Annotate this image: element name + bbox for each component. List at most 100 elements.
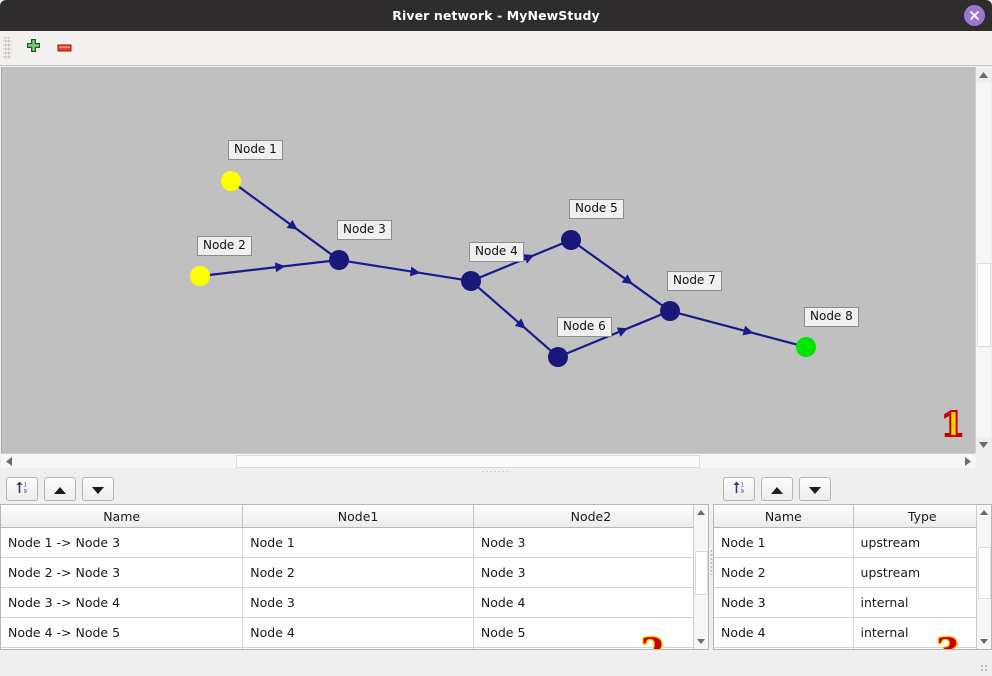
scroll-down-icon[interactable] — [976, 437, 991, 453]
arrow-down-icon — [91, 480, 105, 499]
table-cell[interactable]: Node 1 — [714, 527, 854, 558]
graph-node[interactable] — [796, 337, 816, 357]
graph-node-label[interactable]: Node 4 — [469, 242, 524, 262]
scroll-left-icon[interactable] — [1, 454, 16, 468]
table-cell[interactable]: Node 1 -> Node 3 — [1, 527, 244, 558]
canvas-hscroll-thumb[interactable] — [236, 455, 700, 468]
table-cell[interactable]: Node 3 — [473, 527, 708, 558]
column-header[interactable]: Type — [853, 505, 991, 528]
toolbar-grip[interactable] — [3, 37, 11, 59]
graph-node-label[interactable]: Node 5 — [569, 199, 624, 219]
graph-node-label[interactable]: Node 7 — [667, 271, 722, 291]
reaches-toolbar: 1 9 — [0, 474, 120, 504]
graph-edge[interactable] — [208, 259, 331, 277]
table-row-empty[interactable] — [1, 647, 708, 649]
scroll-up-icon[interactable] — [976, 67, 991, 83]
resize-grip-icon[interactable] — [980, 664, 989, 673]
graph-node[interactable] — [190, 266, 210, 286]
sort-button[interactable]: 1 9 — [723, 477, 755, 501]
scroll-right-icon[interactable] — [960, 454, 975, 468]
column-header[interactable]: Node2 — [473, 505, 708, 528]
graph-node-label[interactable]: Node 8 — [804, 307, 859, 327]
graph-edge[interactable] — [678, 312, 798, 346]
nodes-vertical-scrollbar[interactable] — [976, 505, 991, 649]
graph-edge[interactable] — [577, 244, 664, 307]
graph-node[interactable] — [548, 347, 568, 367]
table-cell[interactable]: Node 3 — [242, 587, 474, 618]
table-cell[interactable]: Node 4 — [714, 617, 854, 648]
delete-node-button[interactable] — [51, 35, 77, 61]
reaches-vertical-scrollbar[interactable] — [693, 505, 708, 649]
column-header[interactable]: Name — [714, 505, 854, 528]
graph-node-label[interactable]: Node 1 — [228, 140, 283, 160]
edge-arrowhead-icon — [523, 254, 535, 264]
arrow-up-icon — [53, 480, 67, 499]
table-cell[interactable]: upstream — [853, 527, 991, 558]
graph-node[interactable] — [329, 250, 349, 270]
table-cell[interactable]: Node 3 — [473, 557, 708, 588]
svg-text:9: 9 — [23, 489, 26, 495]
table-cell[interactable]: Node 1 — [242, 527, 474, 558]
graph-node[interactable] — [461, 271, 481, 291]
graph-node[interactable] — [221, 171, 241, 191]
canvas-horizontal-scrollbar[interactable] — [1, 453, 975, 468]
table-cell[interactable]: internal — [853, 617, 991, 648]
vertical-splitter[interactable] — [709, 474, 713, 650]
reaches-vscroll-thumb[interactable] — [695, 551, 708, 595]
table-cell[interactable]: internal — [853, 587, 991, 618]
canvas-vertical-scrollbar[interactable] — [975, 67, 991, 453]
graph-edge[interactable] — [347, 260, 463, 281]
table-row-empty[interactable] — [714, 647, 991, 649]
table-cell[interactable]: Node 2 — [714, 557, 854, 588]
graph-node[interactable] — [561, 230, 581, 250]
graph-edge[interactable] — [237, 185, 333, 256]
canvas-vscroll-thumb[interactable] — [977, 263, 991, 347]
graph-edge[interactable] — [477, 286, 552, 352]
scroll-up-icon[interactable] — [694, 505, 708, 520]
move-up-button[interactable] — [761, 477, 793, 501]
nodes-vscroll-thumb[interactable] — [978, 547, 991, 599]
horizontal-splitter[interactable] — [0, 468, 992, 474]
graph-node[interactable] — [660, 301, 680, 321]
graph-edge[interactable] — [565, 313, 663, 355]
move-down-button[interactable] — [82, 477, 114, 501]
graph-node-label[interactable]: Node 6 — [557, 317, 612, 337]
graph-node-label[interactable]: Node 3 — [337, 220, 392, 240]
column-header[interactable]: Name — [1, 505, 244, 528]
sort-button[interactable]: 1 9 — [6, 477, 38, 501]
scroll-up-icon[interactable] — [977, 505, 991, 520]
table-cell[interactable]: Node 4 — [242, 617, 474, 648]
status-bar — [0, 650, 992, 676]
move-up-button[interactable] — [44, 477, 76, 501]
edge-arrowhead-icon — [514, 318, 526, 329]
scroll-down-icon[interactable] — [977, 634, 991, 649]
table-cell[interactable]: upstream — [853, 557, 991, 588]
table-cell — [242, 647, 474, 649]
graph-node-label[interactable]: Node 2 — [197, 236, 252, 256]
table-cell[interactable]: Node 3 -> Node 4 — [1, 587, 244, 618]
column-header[interactable]: Node1 — [242, 505, 474, 528]
table-cell[interactable]: Node 4 -> Node 5 — [1, 617, 244, 648]
add-node-button[interactable] — [20, 35, 46, 61]
close-icon[interactable] — [964, 5, 985, 26]
table-cell[interactable]: Node 2 -> Node 3 — [1, 557, 244, 588]
scroll-down-icon[interactable] — [694, 634, 708, 649]
move-down-button[interactable] — [799, 477, 831, 501]
table-cell[interactable]: Node 5 — [473, 617, 708, 648]
table-cell[interactable]: Node 2 — [242, 557, 474, 588]
network-canvas[interactable]: Node 1 Node 2 Node 3 Node 4 Node 5 Node 6 Node… — [1, 67, 975, 453]
table-cell[interactable]: Node 3 — [714, 587, 854, 618]
title-bar: River network - MyNewStudy — [0, 0, 992, 31]
table-cell[interactable]: Node 4 — [473, 587, 708, 618]
